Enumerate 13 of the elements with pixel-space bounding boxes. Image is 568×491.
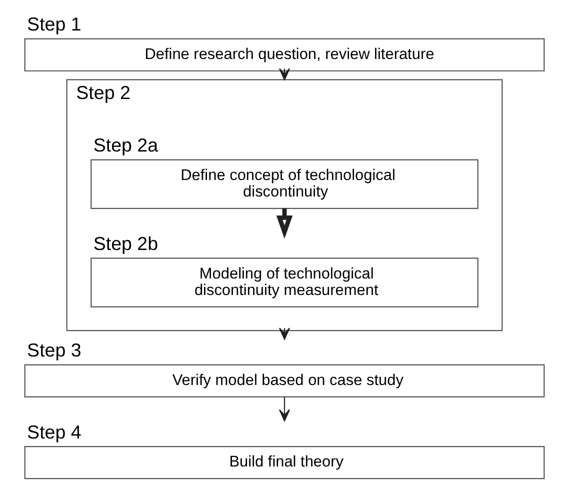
node-label: Step 4: [26, 420, 81, 442]
node-box: Verify model based on case study: [24, 364, 544, 397]
arrow: [276, 208, 292, 238]
node-label: Step 1: [26, 13, 81, 34]
arrow: [278, 327, 290, 340]
node-label: Step 3: [26, 339, 81, 360]
node-box: Build final theory: [24, 445, 544, 479]
node-label: Step 2a: [92, 134, 158, 156]
node-label: Step 2b: [92, 232, 158, 254]
arrow: [278, 68, 290, 80]
node-box: Modeling of technological discontinuity measurement: [90, 257, 478, 307]
node-box: Define concept of technological discontinuity: [90, 158, 478, 208]
arrow: [278, 396, 290, 421]
